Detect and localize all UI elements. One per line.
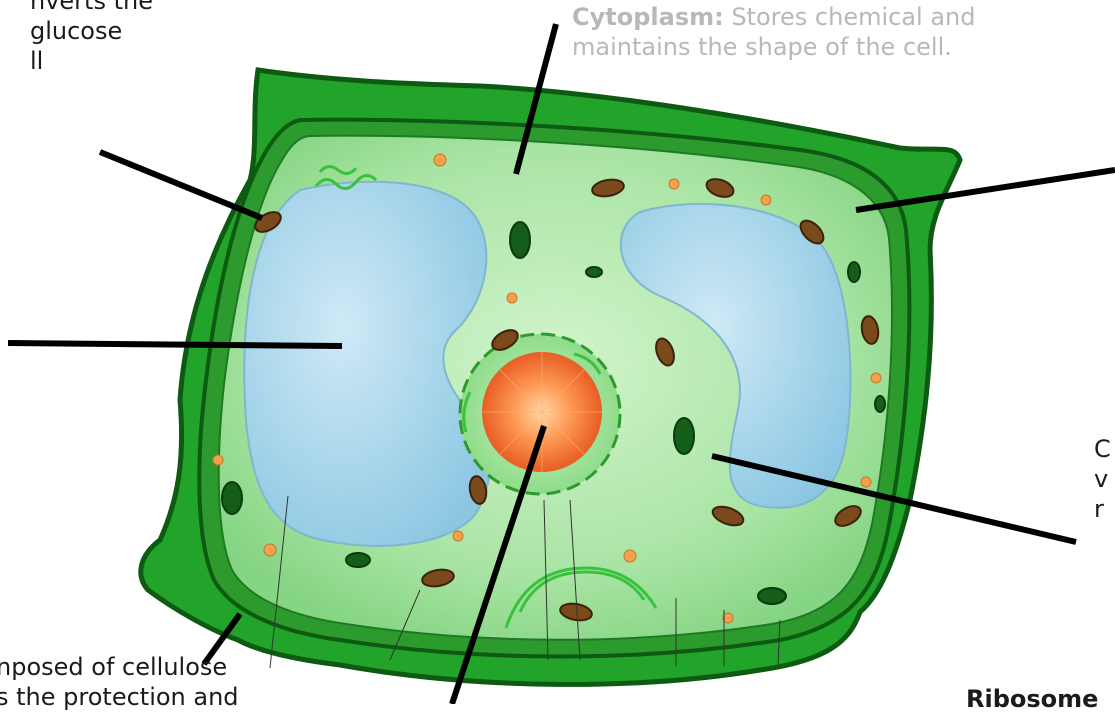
pointer-chloroplast — [100, 152, 262, 218]
cytoplasm-desc-1: Stores chemical and — [724, 3, 976, 31]
pointer-vacuole — [8, 343, 342, 346]
label-line: r — [1094, 494, 1111, 524]
cytoplasm-term: Cytoplasm: — [572, 3, 724, 31]
label-ribosome-fragment: Ribosome — [966, 684, 1098, 714]
cytoplasm-desc-2: maintains the shape of the cell. — [572, 32, 975, 62]
label-line: ll — [30, 46, 153, 76]
label-line: nposed of cellulose — [0, 652, 239, 682]
label-cell-wall-fragment: nposed of cellulose s the protection and — [0, 652, 239, 712]
label-line: nverts the — [30, 0, 153, 16]
label-line: s the protection and — [0, 682, 239, 712]
label-line: v — [1094, 464, 1111, 494]
ribosome-term: Ribosome — [966, 685, 1098, 713]
label-line: C — [1094, 434, 1111, 464]
label-line: Cytoplasm: Stores chemical and — [572, 2, 975, 32]
label-chloroplast-fragment: nverts the glucose ll — [30, 0, 153, 76]
label-right-fragment: C v r — [1094, 434, 1111, 524]
label-line: glucose — [30, 16, 153, 46]
label-cytoplasm: Cytoplasm: Stores chemical and maintains… — [572, 2, 975, 62]
nucleus — [460, 334, 620, 494]
